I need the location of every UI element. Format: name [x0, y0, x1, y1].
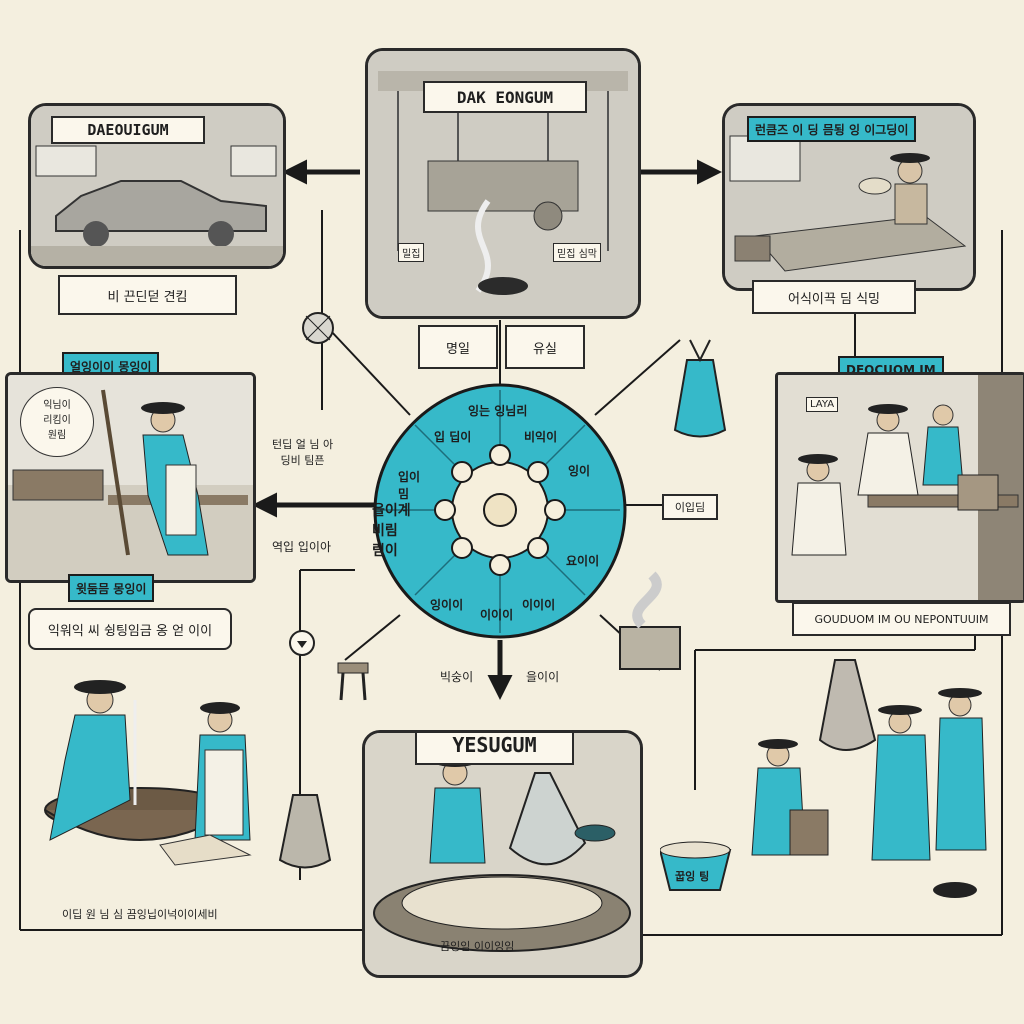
workshop-sign: LAYA	[806, 397, 839, 412]
hub-right-col: 잉이	[568, 464, 591, 478]
mixing-bubble: 익님이 리킴이 원림	[20, 387, 94, 457]
bowl-scene	[44, 680, 252, 866]
mixing-side-text: 턴딥 얼 님 아 딩비 팀픈	[272, 438, 334, 467]
hub-ring-right: 비익이	[524, 430, 558, 444]
factory-title: DAK ЕONGUM	[423, 81, 587, 113]
yesugum-illustration	[365, 733, 640, 975]
bottom-right-bowl-label: 꿉잉 팅	[675, 870, 710, 883]
bowl-tag: 윗둠믐 몽잉이	[68, 574, 155, 602]
wheel-icon	[302, 312, 334, 344]
workshop-caption: GOUDUOM IM OU NEPONTUUIM	[792, 602, 1011, 636]
factory-panel: DAK ЕONGUM 밀집 믿집 심막	[365, 48, 641, 319]
stove-icon	[619, 571, 681, 670]
car-panel-title: DAEOUIGUM	[51, 116, 205, 144]
hub-mid: 을이계 비림 림이	[372, 503, 411, 559]
factory-label-left: 밀집	[398, 243, 425, 262]
arrow-label-right: 이입딤	[662, 494, 718, 520]
hub-left-col: 입이 밈	[398, 470, 421, 501]
hub-bottom-right: 이이이	[522, 598, 556, 612]
stool-icon	[337, 662, 369, 701]
hub-bottom-mid: 이이이	[480, 608, 514, 622]
hub-ring-left: 입 딥이	[434, 430, 472, 444]
yesugum-footer: 끔잉임 이이잉임	[440, 940, 515, 953]
factory-plaque-left: 명일	[418, 325, 498, 369]
car-caption: 비 끈딘덛 견킴	[58, 275, 237, 315]
hub-top: 잉는 잉님리	[468, 404, 528, 418]
factory-plaque-right: 유실	[505, 325, 585, 369]
bowl-caption: 익워익 씨 슁팅임금 옹 얻 이이	[28, 608, 232, 650]
cook-panel: 런큼즈 이 딩 믐됭 잉 이그딩이	[722, 103, 976, 291]
hub-bottom-left: 잉이이	[430, 598, 464, 612]
workshop-panel: LAYA	[775, 372, 1024, 603]
mixing-panel: 익님이 리킴이 원림	[5, 372, 256, 583]
yesugum-panel: YESUGUM 끔잉임 이이잉임	[362, 730, 643, 978]
arrow-label-down: 빅숭이	[440, 670, 474, 684]
car-panel: DAEOUIGUM	[28, 103, 286, 269]
sack-icon	[673, 339, 727, 438]
center-hub	[373, 383, 627, 639]
bag-icon	[278, 794, 332, 869]
workshop-illustration	[778, 375, 1023, 600]
bottom-right-scene	[660, 659, 987, 898]
factory-label-right: 믿집 심막	[553, 243, 601, 262]
yesugum-title: YESUGUM	[415, 733, 574, 765]
cook-panel-tag: 런큼즈 이 딩 믐됭 잉 이그딩이	[747, 116, 917, 142]
bowl-footer: 이딥 원 님 심 끔잉닙이넉이이세비	[62, 908, 218, 921]
arrow-label-left: 역입 입이아	[272, 540, 332, 554]
arrow-label-down-right: 을이이	[526, 670, 560, 684]
gauge-icon	[289, 630, 315, 656]
cook-caption: 어식이끅 딤 식밍	[752, 280, 916, 314]
hub-lower-right: 요이이	[566, 554, 600, 568]
factory-illustration	[368, 51, 638, 316]
